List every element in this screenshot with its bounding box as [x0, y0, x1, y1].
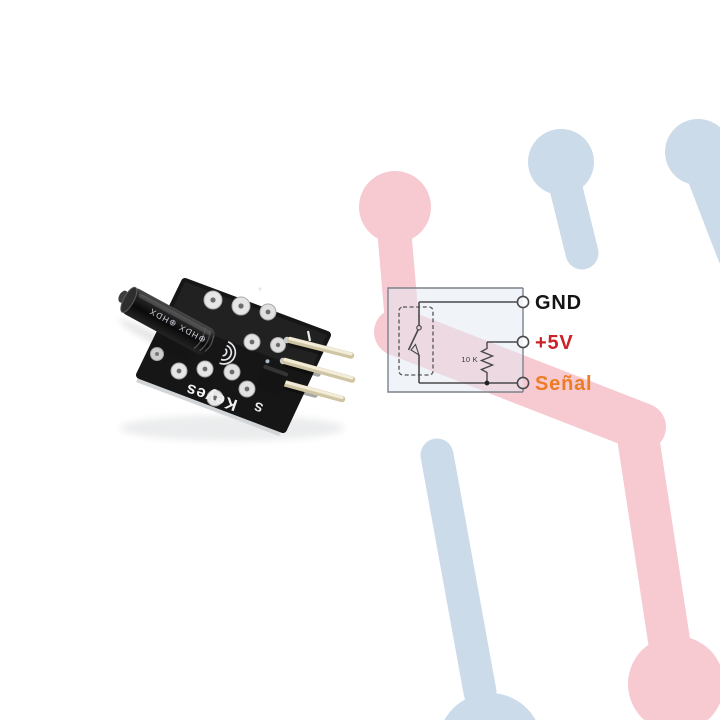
switch-blade — [407, 329, 419, 351]
solder-pad — [238, 380, 256, 398]
blue-trace-bottom — [420, 438, 536, 720]
solder-pad — [206, 389, 224, 407]
terminal-senal-circle — [516, 376, 530, 390]
schematic-wires — [407, 301, 518, 384]
solder-pads — [150, 290, 286, 407]
label-gnd: GND — [535, 292, 582, 314]
solder-pad — [270, 337, 286, 353]
terminal-5v-circle — [516, 335, 530, 349]
solder-pad — [223, 363, 241, 381]
cylinder-cap — [120, 286, 138, 313]
junction-dot — [484, 380, 490, 386]
header-pin — [286, 336, 355, 359]
schematic-border — [387, 287, 523, 393]
terminal-gnd-circle — [516, 295, 530, 309]
schematic: 10 K GND +5V Señal — [387, 287, 592, 395]
blue-trace-top-middle — [528, 129, 599, 270]
switch-contact-arrow — [410, 343, 421, 357]
header-pins — [276, 336, 356, 403]
background-decor — [359, 119, 720, 720]
solder-pad — [259, 303, 277, 321]
solder-pad — [203, 290, 223, 310]
spring-silkscreen-icon — [219, 341, 237, 365]
header-pin — [276, 378, 346, 403]
switch-pivot — [416, 324, 422, 331]
minus-silkscreen-mark — [306, 330, 312, 342]
module-shadow — [120, 415, 344, 441]
label-5v: +5V — [535, 332, 574, 354]
solder-pad — [170, 362, 188, 380]
solder-pad — [231, 296, 251, 316]
solder-pad — [196, 360, 214, 378]
resistor-value-label: 10 K — [461, 355, 478, 364]
solder-pad — [150, 347, 164, 361]
sensor-module-photo: ⊕HDX ⊕HDX Keyes S — [118, 278, 356, 441]
schematic-panel — [388, 288, 523, 392]
black-component — [256, 359, 289, 397]
switch-dashed-box — [398, 306, 434, 376]
pin-shadows — [278, 341, 323, 398]
cylinder-coil — [193, 327, 215, 352]
label-senal: Señal — [535, 373, 592, 395]
blue-trace-top-right — [665, 119, 720, 264]
resistor-symbol — [479, 342, 495, 383]
cylinder-shadow — [118, 318, 193, 360]
cylinder-body — [121, 288, 216, 355]
cylinder-gloss — [138, 293, 212, 336]
pink-trace — [359, 171, 720, 720]
solder-pad — [243, 333, 261, 351]
header-pin — [281, 357, 356, 383]
silkscreen-dot — [258, 287, 262, 291]
